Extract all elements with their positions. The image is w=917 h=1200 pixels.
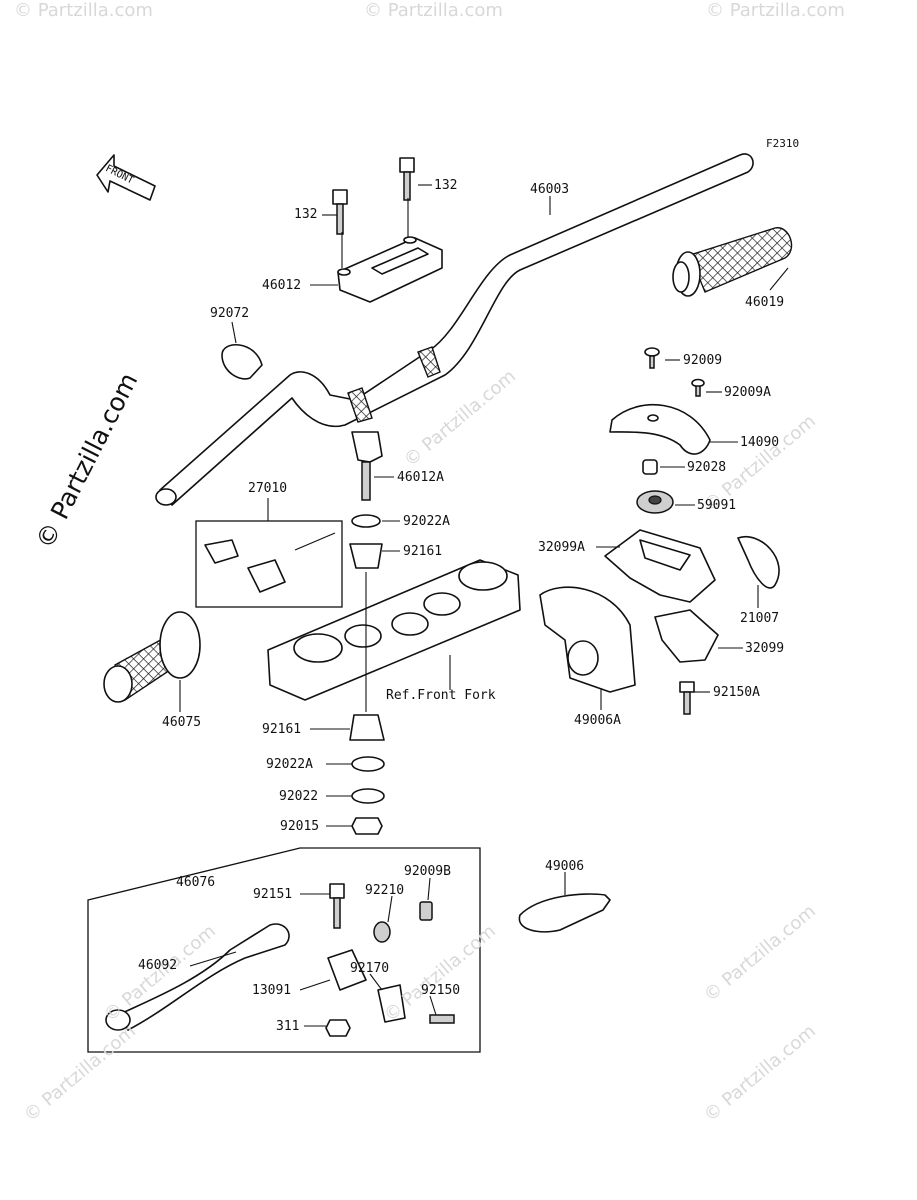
part-label[interactable]: 27010 bbox=[248, 481, 288, 496]
bolt-92150 bbox=[429, 1014, 455, 1024]
part-label[interactable]: 92150A bbox=[713, 685, 760, 700]
part-label[interactable]: 92072 bbox=[210, 306, 250, 321]
part-label[interactable]: 92015 bbox=[280, 819, 320, 834]
part-label[interactable]: 92028 bbox=[687, 460, 727, 475]
bolt-132b bbox=[399, 157, 415, 201]
part-label[interactable]: 132 bbox=[434, 178, 458, 193]
bolt-132a bbox=[332, 189, 348, 235]
part-label[interactable]: 49006 bbox=[545, 859, 585, 874]
washer-92022A-upper bbox=[351, 514, 381, 528]
bracket-13091 bbox=[327, 949, 367, 991]
part-label[interactable]: 32099 bbox=[745, 641, 785, 656]
part-label[interactable]: 92022 bbox=[279, 789, 319, 804]
part-label[interactable]: 46019 bbox=[745, 295, 785, 310]
lever-box-46076 bbox=[87, 847, 481, 1053]
watermark: © Partzilla.com bbox=[364, 0, 503, 21]
part-label[interactable]: 14090 bbox=[740, 435, 780, 450]
cover-14090 bbox=[609, 403, 711, 455]
throttle-49006A bbox=[539, 586, 636, 693]
part-label[interactable]: 46076 bbox=[176, 875, 216, 890]
part-label[interactable]: 92009B bbox=[404, 864, 451, 879]
part-label[interactable]: 311 bbox=[276, 1019, 300, 1034]
triple-clamp bbox=[267, 559, 521, 701]
handlebar-46003 bbox=[155, 153, 754, 506]
damper-92161-upper bbox=[349, 543, 383, 569]
washer-92022 bbox=[351, 788, 385, 804]
nut-311 bbox=[325, 1019, 351, 1037]
part-label[interactable]: 59091 bbox=[697, 498, 737, 513]
housing-32099 bbox=[654, 609, 719, 663]
switch-box-27010 bbox=[195, 520, 343, 608]
holder-46012A bbox=[351, 431, 383, 501]
diagram-code: F2310 bbox=[766, 137, 800, 150]
pulley-59091 bbox=[636, 490, 674, 514]
screw-92009B bbox=[419, 901, 433, 921]
clamp-92170 bbox=[377, 984, 406, 1023]
part-label[interactable]: 92022A bbox=[266, 757, 313, 772]
part-label[interactable]: 92150 bbox=[421, 983, 461, 998]
part-label[interactable]: 92009 bbox=[683, 353, 723, 368]
part-label[interactable]: 92170 bbox=[350, 961, 390, 976]
ref-note: Ref.Front Fork bbox=[386, 688, 496, 703]
clamp-46012 bbox=[337, 236, 443, 303]
part-label[interactable]: 132 bbox=[294, 207, 318, 222]
part-label[interactable]: 92022A bbox=[403, 514, 450, 529]
part-label[interactable]: 92161 bbox=[262, 722, 302, 737]
part-label[interactable]: 92161 bbox=[403, 544, 443, 559]
screw-92009A bbox=[691, 378, 705, 397]
housing-32099A bbox=[604, 529, 716, 603]
watermark: © Partzilla.com bbox=[14, 0, 153, 21]
grip-46019 bbox=[672, 227, 793, 297]
washer-92022A-lower bbox=[351, 756, 385, 772]
part-label[interactable]: 21007 bbox=[740, 611, 780, 626]
bottle-49006 bbox=[518, 893, 611, 933]
damper-92161-lower bbox=[349, 714, 385, 741]
lever-46092 bbox=[105, 923, 290, 1031]
tube-21007 bbox=[737, 535, 780, 589]
part-label[interactable]: 49006A bbox=[574, 713, 621, 728]
part-label[interactable]: 13091 bbox=[252, 983, 292, 998]
screw-92009 bbox=[644, 347, 660, 369]
grip-46075 bbox=[103, 611, 201, 703]
adjuster-92210 bbox=[373, 921, 391, 943]
part-label[interactable]: 92210 bbox=[365, 883, 405, 898]
watermark: © Partzilla.com bbox=[706, 0, 845, 21]
leader-lines bbox=[179, 184, 789, 1027]
part-label[interactable]: 32099A bbox=[538, 540, 585, 555]
front-arrow-icon bbox=[96, 154, 156, 201]
nut-92015 bbox=[351, 817, 383, 835]
part-label[interactable]: 46012 bbox=[262, 278, 302, 293]
band-92072 bbox=[221, 343, 263, 380]
bolt-92150A bbox=[679, 681, 695, 715]
bolt-92151 bbox=[329, 883, 345, 929]
part-label[interactable]: 46003 bbox=[530, 182, 570, 197]
collar-92028 bbox=[642, 459, 658, 475]
part-label[interactable]: 46075 bbox=[162, 715, 202, 730]
part-label[interactable]: 92009A bbox=[724, 385, 771, 400]
part-label[interactable]: 46092 bbox=[138, 958, 178, 973]
part-label[interactable]: 46012A bbox=[397, 470, 444, 485]
part-label[interactable]: 92151 bbox=[253, 887, 293, 902]
